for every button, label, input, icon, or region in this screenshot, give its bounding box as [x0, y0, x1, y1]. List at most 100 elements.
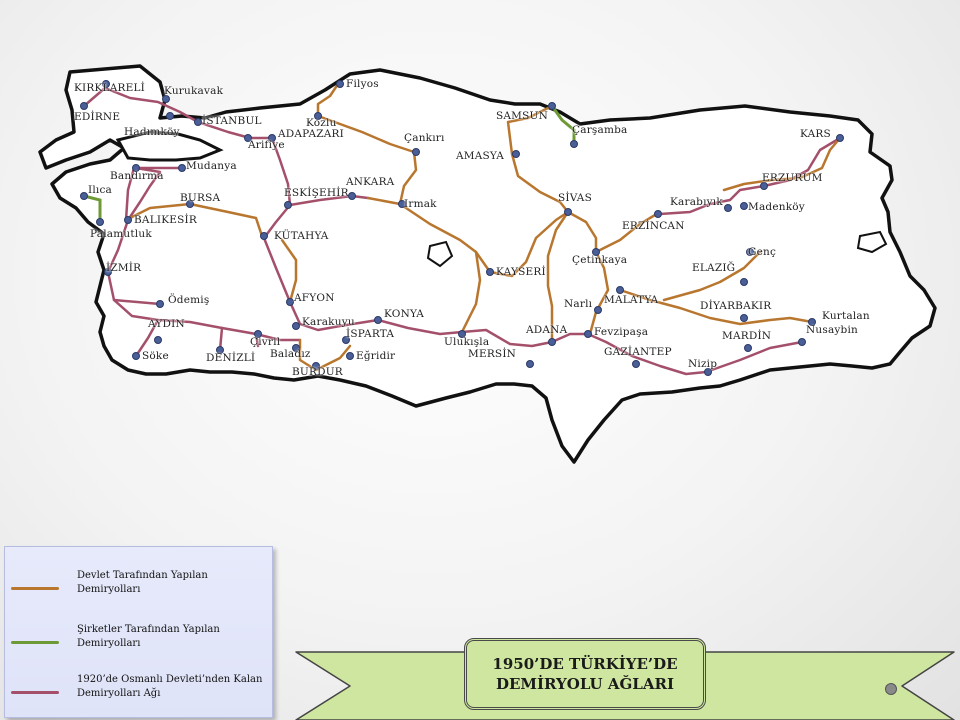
city-label: DİYARBAKIR: [700, 300, 772, 312]
city-dot: [836, 134, 844, 142]
city-dot: [102, 80, 110, 88]
city-dot: [292, 344, 300, 352]
city-dot: [156, 300, 164, 308]
city-label: ANKARA: [346, 176, 395, 188]
city-label: Çivril: [250, 336, 281, 348]
city-label: Ilıca: [88, 184, 113, 196]
city-label: Çankırı: [404, 132, 445, 144]
city-dot: [286, 298, 294, 306]
city-dot: [284, 201, 292, 209]
city-dot: [744, 344, 752, 352]
city-dot: [254, 330, 262, 338]
city-dot: [594, 306, 602, 314]
city-dot: [96, 218, 104, 226]
city-label: Fevzipaşa: [594, 326, 649, 338]
legend-swatch-company: [11, 641, 59, 644]
tuz-lake: [426, 240, 454, 268]
city-label: MARDİN: [722, 330, 772, 342]
city-label: KÜTAHYA: [274, 230, 329, 242]
city-label: ELAZIĞ: [692, 262, 736, 274]
city-label: Arifiye: [248, 139, 285, 151]
legend-item-ottoman: 1920’de Osmanlı Devleti’nden Kalan Demir…: [5, 673, 272, 707]
city-dot: [292, 322, 300, 330]
city-dot: [268, 134, 276, 142]
city-label: Madenköy: [748, 201, 805, 213]
city-label: Mudanya: [186, 160, 237, 172]
city-dot: [564, 208, 572, 216]
city-label: Hadımköy: [124, 126, 180, 138]
company-railways: [82, 104, 576, 224]
city-label: Karakuyu: [302, 316, 355, 328]
city-label: Bandırma: [110, 170, 164, 182]
city-dot: [80, 192, 88, 200]
city-label: İSTANBUL: [202, 115, 262, 127]
city-label: BURDUR: [292, 366, 343, 378]
pin-icon: [885, 683, 897, 695]
city-dot: [398, 200, 406, 208]
city-dot: [186, 200, 194, 208]
city-label: KONYA: [384, 308, 425, 320]
city-dot: [178, 164, 186, 172]
title-box: 1950’DE TÜRKİYE’DE DEMİRYOLU AĞLARI: [464, 638, 706, 710]
map-legend: Devlet Tarafından Yapılan Demiryolları Ş…: [4, 546, 273, 718]
city-label: Kurukavak: [164, 85, 224, 97]
city-dot: [584, 330, 592, 338]
city-dot: [348, 192, 356, 200]
city-dot: [526, 360, 534, 368]
city-dot: [548, 338, 556, 346]
city-label: ADANA: [526, 324, 568, 336]
title-line-1: 1950’DE TÜRKİYE’DE: [492, 655, 678, 673]
city-label: Genç: [748, 246, 777, 258]
city-dot: [132, 164, 140, 172]
legend-swatch-ottoman: [11, 691, 59, 694]
city-label: ADAPAZARI: [278, 128, 344, 140]
city-dot: [570, 140, 578, 148]
page-title: 1950’DE TÜRKİYE’DE DEMİRYOLU AĞLARI: [492, 654, 677, 694]
city-dot: [512, 150, 520, 158]
city-label: Eğridir: [356, 350, 396, 362]
city-label: Ödemiş: [168, 294, 210, 306]
city-dot: [548, 102, 556, 110]
legend-item-company: Şirketler Tarafından Yapılan Demiryollar…: [5, 623, 272, 657]
city-dot: [132, 352, 140, 360]
city-dot: [724, 204, 732, 212]
legend-item-state: Devlet Tarafından Yapılan Demiryolları: [5, 569, 272, 603]
van-lake: [856, 230, 888, 254]
city-dot: [154, 336, 162, 344]
marmara-sea: [115, 130, 224, 162]
city-label: BURSA: [180, 192, 221, 204]
city-label: Nusaybin: [806, 324, 858, 336]
city-dot: [740, 314, 748, 322]
city-label: ERZURUM: [762, 172, 823, 184]
city-label: Söke: [142, 350, 169, 362]
city-label: Baladız: [270, 348, 311, 360]
city-dot: [336, 80, 344, 88]
city-dot: [260, 232, 268, 240]
city-label: KIRKLARELİ: [74, 82, 145, 94]
city-label: ESKİŞEHİR: [284, 187, 349, 199]
city-dot: [162, 95, 170, 103]
city-label: Filyos: [346, 78, 379, 90]
legend-label-state: Devlet Tarafından Yapılan Demiryolları: [77, 570, 208, 595]
city-dot: [746, 248, 754, 256]
city-label: AYDIN: [148, 318, 185, 330]
city-label: Irmak: [404, 198, 437, 210]
city-label: KARS: [800, 128, 831, 140]
city-label: Kurtalan: [822, 310, 870, 322]
city-label: DENİZLİ: [206, 352, 256, 364]
city-dot: [616, 286, 624, 294]
city-label: Karabıyık: [670, 196, 723, 208]
city-dot: [374, 316, 382, 324]
city-dot: [124, 216, 132, 224]
city-dot: [80, 102, 88, 110]
city-label: İSPARTA: [346, 328, 395, 340]
city-label: GAZİANTEP: [604, 346, 672, 358]
city-label: İZMİR: [106, 262, 142, 274]
city-label: Kozlu: [306, 117, 337, 129]
city-dot: [216, 346, 224, 354]
city-label: EDİRNE: [74, 111, 121, 123]
city-dot: [592, 248, 600, 256]
city-label: Nizip: [688, 358, 718, 370]
city-dot: [458, 330, 466, 338]
title-line-2: DEMİRYOLU AĞLARI: [495, 675, 674, 693]
